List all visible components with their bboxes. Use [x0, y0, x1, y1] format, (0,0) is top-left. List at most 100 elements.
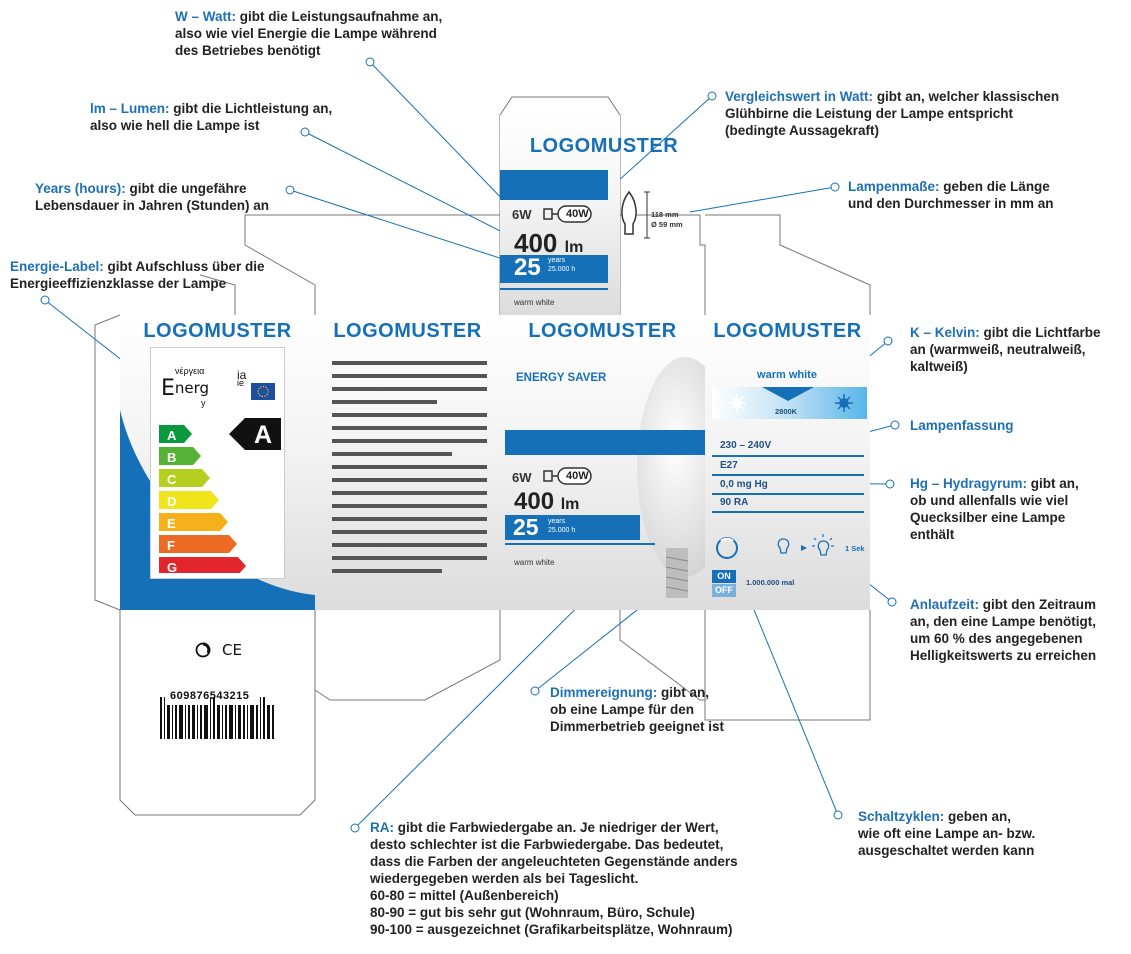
kelvin-label: warm white — [757, 369, 817, 381]
top-flap-compare-watt: 40W — [566, 208, 589, 220]
callout-hg-text: ob und allenfalls wie viel — [910, 493, 1069, 508]
kelvin-scale — [712, 387, 867, 419]
top-flap-compare-bulb — [542, 204, 594, 224]
on-badge: ON — [712, 570, 736, 583]
top-flap-blue-band — [500, 170, 608, 200]
callout-vergleichswert-text: gibt an, welcher klassischen — [876, 89, 1060, 104]
text-line — [332, 387, 487, 391]
callout-schaltzyklen: Schaltzyklen: geben an, wie oft eine Lam… — [858, 808, 1088, 859]
callout-lampenmasse-text: geben die Länge — [943, 179, 1050, 194]
text-line — [332, 478, 487, 482]
dimmer-icon — [714, 535, 740, 561]
dimension-diameter: Ø 59 mm — [651, 220, 683, 229]
callout-hg-term: Hg – Hydragyrum: — [910, 476, 1028, 491]
callout-lampenmasse-term: Lampenmaße: — [848, 179, 940, 194]
callout-anlaufzeit-text: um 60 % des angegebenen — [910, 631, 1083, 646]
energy-class-bar-g — [159, 557, 246, 573]
callout-watt-text: gibt die Leistungsaufnahme an, — [239, 9, 443, 24]
energy-class-bar-a — [159, 425, 192, 443]
energy-saver-title: ENERGY SAVER — [516, 372, 607, 384]
panel4-logo: LOGOMUSTER — [713, 320, 862, 342]
top-flap-logo: LOGOMUSTER — [529, 135, 679, 157]
front-compare-watt: 40W — [566, 470, 589, 482]
dimension-length: 118 mm — [651, 210, 679, 219]
panel-text — [315, 315, 500, 610]
top-flap-lumen: 400 lm — [514, 228, 583, 259]
callout-years-term: Years (hours): — [35, 181, 126, 196]
callout-lumen-text: gibt die Lichtleistung an, — [173, 101, 333, 116]
bulb-dimension-icon — [617, 188, 677, 246]
top-flap-color-name: warm white — [514, 298, 555, 307]
callout-schaltzyklen-text: ausgeschaltet werden kann — [858, 843, 1035, 858]
callout-anlaufzeit-text: an, den eine Lampe benötigt, — [910, 614, 1097, 629]
callout-years: Years (hours): gibt die ungefähre Lebens… — [35, 180, 305, 214]
energy-class-labels: A B C D E F G — [167, 425, 177, 579]
callout-kelvin-text: an (warmweiß, neutralweiß, — [910, 342, 1086, 357]
callout-dimmer-term: Dimmereignung: — [550, 685, 658, 700]
spec-rule — [712, 474, 864, 476]
front-lumen: 400 lm — [514, 488, 579, 516]
energy-y: y — [201, 398, 206, 408]
energy-word-e: E — [161, 376, 175, 401]
callout-ra-text: gibt die Farbwiedergabe an. Je niedriger… — [397, 820, 719, 835]
energy-class-bar-d — [159, 491, 219, 509]
callout-lampenfassung: Lampenfassung — [910, 417, 1110, 434]
eu-flag-icon — [251, 383, 275, 400]
energy-greek: νέργεια — [175, 366, 205, 376]
callout-schaltzyklen-term: Schaltzyklen: — [858, 809, 945, 824]
front-watt: 6W — [512, 470, 532, 485]
callout-ra-text: 60-80 = mittel (Außenbereich) — [370, 888, 559, 903]
callout-lumen-term: lm – Lumen: — [90, 101, 170, 116]
spec-mercury: 0,0 mg Hg — [720, 479, 768, 490]
front-bulb-image — [630, 352, 733, 602]
energy-class-indicator — [229, 418, 281, 450]
front-years-value: 25 — [513, 514, 539, 540]
energy-word: Energ — [161, 376, 209, 401]
energy-class-value: A — [254, 421, 273, 449]
callout-hg-text: Quecksilber eine Lampe — [910, 510, 1066, 525]
callout-vergleichswert-text: (bedingte Aussagekraft) — [725, 123, 880, 138]
top-flap-watt: 6W — [512, 207, 532, 222]
front-color-name: warm white — [514, 558, 555, 567]
callout-hg-text: gibt an, — [1030, 476, 1079, 491]
energy-ia: ia — [237, 368, 247, 382]
front-compare-bulb — [542, 466, 594, 486]
callout-energy-label-text: gibt Aufschluss über die — [107, 259, 265, 274]
energy-class-label: B — [167, 450, 177, 465]
panel3-logo: LOGOMUSTER — [528, 320, 677, 342]
callout-vergleichswert-term: Vergleichswert in Watt: — [725, 89, 874, 104]
callout-watt: W – Watt: gibt die Leistungsaufnahme an,… — [175, 8, 505, 59]
top-flap-hours: 25.000 h — [548, 266, 576, 273]
text-line — [332, 517, 487, 521]
callout-energy-label: Energie-Label: gibt Aufschluss über die … — [10, 258, 320, 292]
text-line — [332, 530, 487, 534]
text-line — [332, 400, 437, 404]
callout-ra: RA: gibt die Farbwiedergabe an. Je niedr… — [370, 819, 810, 938]
energy-class-label: A — [167, 428, 177, 443]
callout-lampenmasse: Lampenmaße: geben die Länge und den Durc… — [848, 178, 1118, 212]
callout-ra-text: 80-90 = gut bis sehr gut (Wohnraum, Büro… — [370, 905, 695, 920]
callout-ra-text: wiedergegeben werden als bei Tageslicht. — [370, 871, 639, 886]
callout-lumen-text: also wie hell die Lampe ist — [90, 118, 260, 133]
text-line — [332, 569, 442, 573]
text-line — [332, 465, 487, 469]
callout-kelvin-text: kaltweiß) — [910, 359, 968, 374]
ce-mark: CE — [222, 641, 242, 659]
callout-anlaufzeit-text: gibt den Zeitraum — [982, 597, 1097, 612]
text-line — [332, 491, 487, 495]
text-line — [332, 452, 452, 456]
callout-watt-text: des Betriebes benötigt — [175, 43, 321, 58]
callout-hg: Hg – Hydragyrum: gibt an, ob und allenfa… — [910, 475, 1125, 543]
callout-ra-text: dass die Farben der angeleuchteten Gegen… — [370, 854, 738, 869]
text-line — [332, 556, 487, 560]
callout-schaltzyklen-text: wie oft eine Lampe an- bzw. — [858, 826, 1036, 841]
panel-specs — [705, 315, 870, 610]
kelvin-value: 2800K — [775, 407, 798, 416]
spec-rule — [712, 455, 864, 457]
recycling-icon — [195, 642, 211, 658]
callout-kelvin-text: gibt die Lichtfarbe — [983, 325, 1101, 340]
front-years-unit: years — [548, 518, 566, 525]
energy-class-bar-f — [159, 535, 237, 553]
switch-cycles-value: 1.000.000 mal — [746, 578, 795, 587]
panel1-logo: LOGOMUSTER — [143, 320, 292, 342]
